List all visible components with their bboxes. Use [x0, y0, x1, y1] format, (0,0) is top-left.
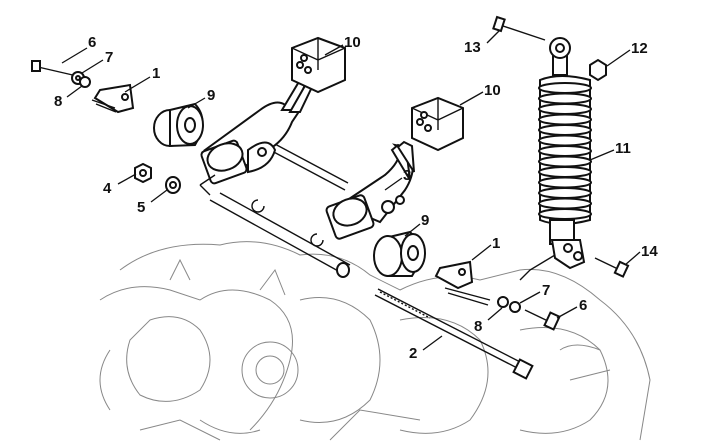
callout-1-left: 1: [152, 65, 160, 82]
spring-coil: [538, 103, 592, 115]
washer-8-right: [497, 296, 509, 308]
washer-7-right: [509, 301, 521, 313]
circlip-upper: [251, 199, 265, 213]
bracket-1-right: [434, 260, 474, 290]
callout-13: 13: [464, 39, 481, 56]
bolt-6-right: [524, 309, 551, 323]
bolt-13: [499, 24, 546, 41]
engine-background: [99, 241, 651, 441]
leader-lines: [61, 29, 641, 351]
callout-2: 2: [409, 345, 417, 362]
callout-8-left: 8: [54, 93, 62, 110]
spring-coil: [538, 166, 592, 178]
spring-coil: [538, 145, 592, 157]
callout-9-right: 9: [421, 212, 429, 229]
spring-coil: [538, 208, 592, 220]
spring-coil: [538, 187, 592, 199]
pivot-shaft-left: [209, 199, 341, 273]
callout-3: 3: [403, 167, 411, 184]
callout-9-left: 9: [207, 87, 215, 104]
spring-coil: [538, 82, 592, 94]
parts: [31, 15, 630, 380]
callout-labels: 6 7 8 1 9 10 4 5 3 10 9 13 12 11 14 1 7 …: [54, 34, 658, 362]
spring-coil: [538, 124, 592, 136]
spring-coil: [538, 155, 592, 168]
long-bolt-2: [374, 294, 526, 373]
spring-coil: [538, 113, 592, 126]
callout-6-left: 6: [88, 34, 96, 51]
callout-1-right: 1: [492, 235, 500, 252]
bracket-1-left: [93, 83, 135, 114]
callout-10-right: 10: [484, 82, 501, 99]
spring-coil: [538, 197, 592, 210]
callout-12: 12: [631, 40, 648, 57]
bolt-14: [594, 257, 621, 271]
callout-4: 4: [103, 180, 112, 197]
callout-6-right: 6: [579, 297, 587, 314]
circlip-lower: [310, 233, 324, 247]
washer-8-left: [79, 76, 91, 88]
shock-absorber-11: [538, 37, 592, 270]
callout-7-left: 7: [105, 49, 113, 66]
spring-coil: [538, 92, 592, 105]
callout-10-left: 10: [344, 34, 361, 51]
spring-coil: [538, 176, 592, 189]
callout-8-right: 8: [474, 318, 482, 335]
callout-5: 5: [137, 199, 145, 216]
callout-7-right: 7: [542, 282, 550, 299]
callout-14: 14: [641, 243, 658, 260]
nut-12: [589, 58, 607, 82]
callout-11: 11: [615, 140, 631, 157]
spring-coil: [538, 134, 592, 147]
